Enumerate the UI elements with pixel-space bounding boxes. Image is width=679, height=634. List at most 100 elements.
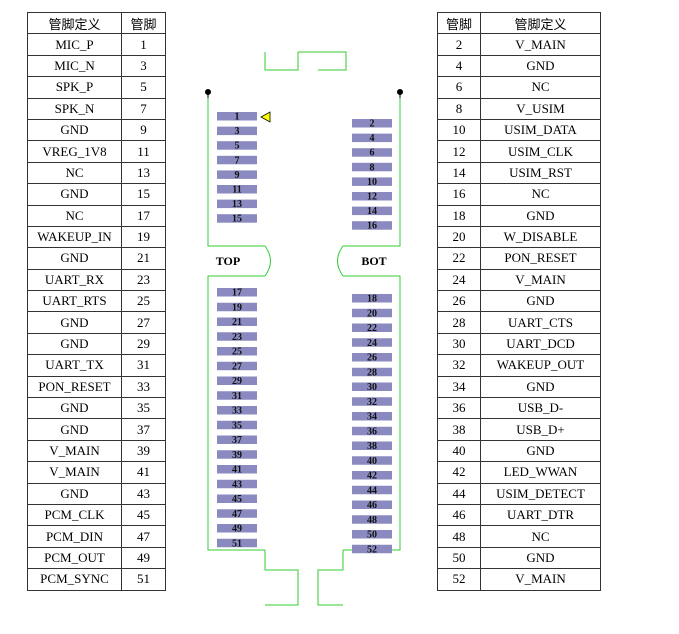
pad-even-44: 44 [352,485,392,496]
pad-rect [352,544,392,554]
pad-odd-7: 7 [217,155,257,166]
left-table-header: 管脚定义 管脚 [27,11,166,35]
pad-odd-21: 21 [217,317,257,328]
header-pin-number: 管脚 [437,11,481,35]
pin-definition-cell: NC [480,183,601,206]
pin-number-cell: 35 [121,397,166,420]
pin-number-cell: 34 [437,375,481,399]
pin-number-cell: 30 [437,332,481,356]
pin-definition-cell: WAKEUP_IN [27,225,122,249]
pad-odd-23: 23 [217,332,257,343]
pad-number: 3 [235,126,240,137]
pin-number-cell: 26 [437,290,481,313]
pad-odd-27: 27 [217,361,257,372]
pin-number-cell: 52 [437,568,481,591]
pad-odd-19: 19 [217,302,257,313]
pad-rect [352,530,392,539]
pad-odd-25: 25 [217,347,257,358]
pad-rect [352,485,392,495]
pad-number: 47 [232,509,242,520]
pin-definition-cell: GND [480,290,601,313]
pin-number-cell: 11 [121,140,166,163]
pin-number-cell: 8 [437,97,481,120]
pad-odd-17: 17 [217,288,257,299]
pin-definition-cell: GND [27,183,122,206]
pin-number-cell: 20 [437,225,481,249]
pin-number-cell: 51 [121,568,166,591]
pin-number-cell: 49 [121,546,166,570]
pin-definition-cell: UART_RX [27,268,122,292]
pad-odd-9: 9 [217,170,257,181]
pad-even-52: 52 [352,544,392,555]
pad-number: 41 [232,465,242,476]
pad-even-40: 40 [352,456,392,467]
pad-rect [217,406,257,415]
pin-definition-cell: V_MAIN [480,33,601,56]
pad-even-36: 36 [352,426,392,437]
pad-number: 18 [367,294,377,305]
pin-definition-cell: PCM_CLK [27,503,122,527]
pad-number: 49 [232,524,242,535]
pad-number: 5 [235,141,240,152]
pin1-marker-icon [260,111,271,123]
pad-number: 25 [232,347,242,358]
pad-even-38: 38 [352,441,392,452]
pad-rect [217,347,257,356]
pin-definition-cell: PCM_DIN [27,525,122,548]
pin-number-cell: 12 [437,140,481,163]
pad-even-16: 16 [352,221,392,232]
pad-rect [352,441,392,450]
pad-odd-15: 15 [217,214,257,225]
pin-definition-cell: UART_TX [27,354,122,377]
pin-number-cell: 24 [437,268,481,292]
pin-definition-cell: GND [27,397,122,420]
pad-number: 1 [235,112,240,123]
pad-rect [217,524,257,533]
pin-number-cell: 27 [121,311,166,334]
pin-number-cell: 22 [437,247,481,270]
pad-number: 17 [232,288,242,299]
pad-number: 50 [367,530,377,541]
pad-odd-37: 37 [217,435,257,446]
connector-diagram: 1357911131517192123252729313335373941434… [205,51,403,606]
pin-number-cell: 46 [437,503,481,527]
pin-number-cell: 38 [437,418,481,441]
pad-rect [352,338,392,347]
pin-number-cell: 18 [437,204,481,227]
pin-number-cell: 44 [437,482,481,505]
pin-definition-cell: USIM_CLK [480,140,601,163]
pad-odd-39: 39 [217,450,257,461]
pin-number-cell: 43 [121,482,166,505]
pad-number: 21 [232,317,242,328]
even-pad-column: 2468101214161820222426283032343638404244… [352,119,392,555]
pad-number: 39 [232,450,242,461]
pad-rect [352,133,392,143]
pad-odd-1: 1 [217,112,257,123]
pin-number-cell: 41 [121,461,166,484]
pad-rect [352,192,392,201]
pad-number: 19 [232,302,242,313]
pad-rect [217,155,257,165]
pad-even-4: 4 [352,133,392,144]
pad-odd-43: 43 [217,479,257,490]
pad-rect [217,302,257,312]
pad-number: 38 [367,441,377,452]
pad-number: 36 [367,426,377,437]
